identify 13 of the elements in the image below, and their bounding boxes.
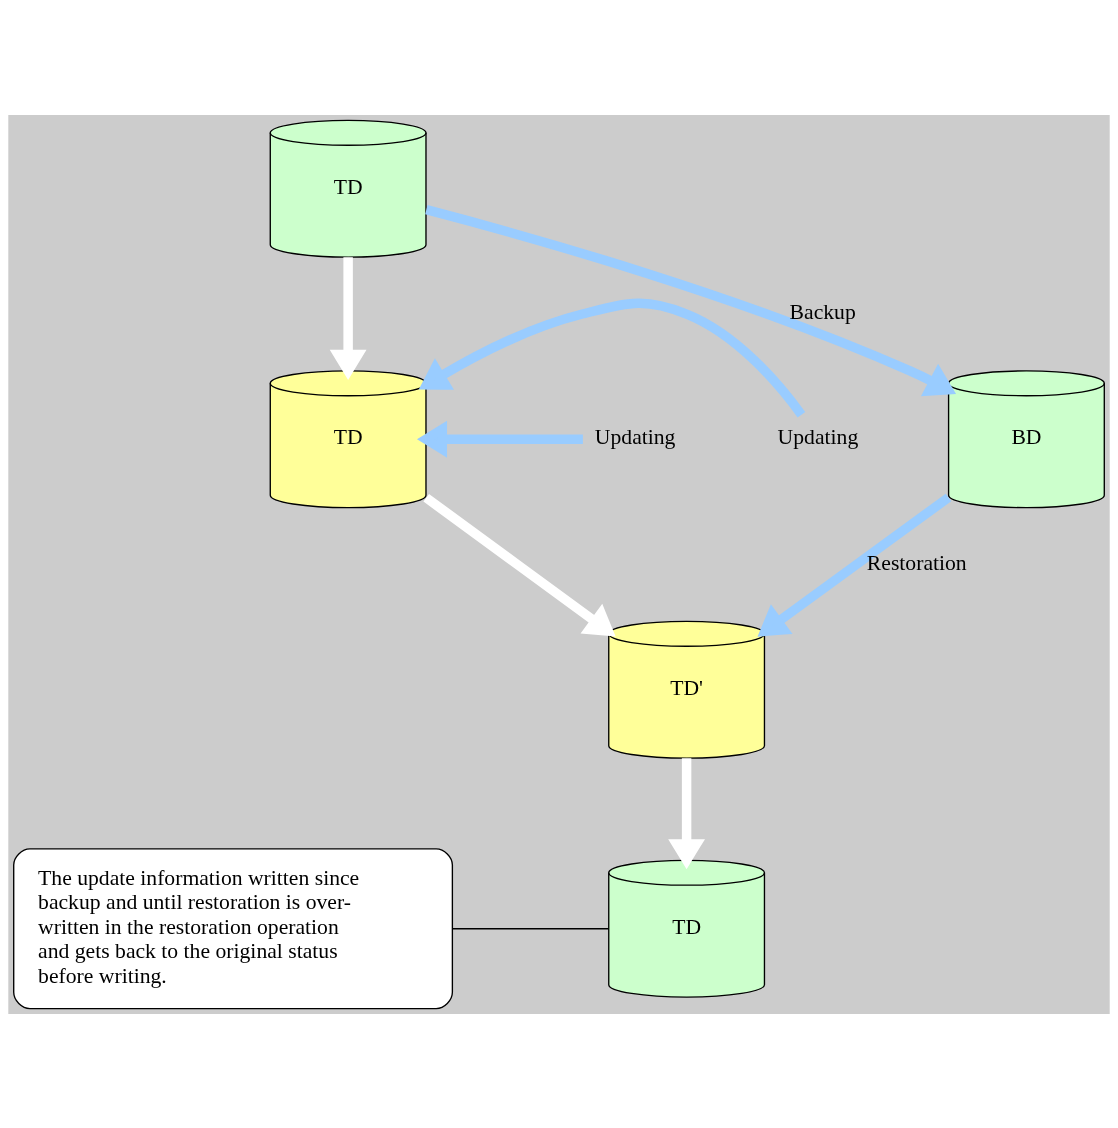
edge-label: Backup — [789, 299, 856, 324]
arrow — [757, 493, 952, 637]
node-box: The update information written since backup and until restoration is over-written in the restoration operation and gets back to the original status before writing. — [13, 847, 454, 1009]
edge-label: Restoration — [866, 550, 967, 575]
arrow — [423, 493, 616, 636]
node-text: Updating — [777, 424, 859, 449]
arrow — [418, 298, 806, 418]
arrow — [425, 204, 957, 396]
arrow — [668, 757, 706, 869]
arrow — [329, 256, 367, 380]
connector — [452, 927, 610, 929]
node-text: Updating — [594, 424, 676, 449]
arrow — [416, 420, 583, 458]
